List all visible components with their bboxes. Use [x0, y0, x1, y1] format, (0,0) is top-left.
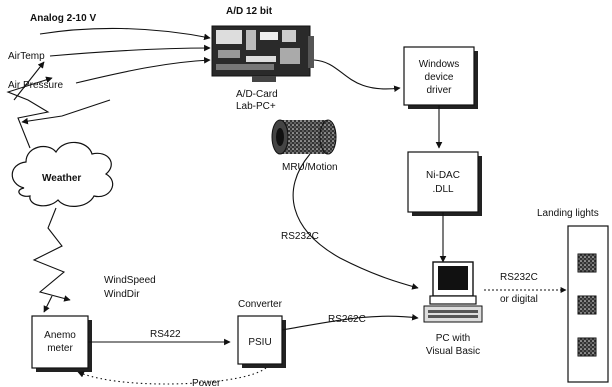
- airtemp-label: AirTemp: [8, 51, 45, 62]
- pc-label-2: Visual Basic: [426, 346, 480, 357]
- nidac-dll-line-2: .DLL: [432, 184, 454, 195]
- analog-arrow: [40, 28, 210, 38]
- ad-card-label-1: A/D-Card: [236, 89, 278, 100]
- pc-computer-image: [424, 262, 482, 322]
- mru-to-pc-line: [293, 154, 418, 288]
- ad-bits-label: A/D 12 bit: [226, 6, 273, 17]
- or-digital-label: or digital: [500, 294, 538, 305]
- airpressure-arrow: [76, 60, 210, 83]
- converter-label: Converter: [238, 299, 283, 310]
- weather-label: Weather: [42, 173, 81, 184]
- ad-card-image: [212, 26, 314, 82]
- windows-driver-line-2: device: [425, 72, 454, 83]
- windows-driver-line-3: driver: [426, 85, 452, 96]
- windspeed-label: WindSpeed: [104, 275, 156, 286]
- anemometer-line-2: meter: [47, 343, 73, 354]
- weather-to-wind-line: [34, 208, 70, 300]
- weather-wiggle-top: [22, 100, 110, 122]
- nidac-dll-line-1: Ni-DAC: [426, 170, 460, 181]
- psiu-label: PSIU: [248, 337, 271, 348]
- analog-label: Analog 2-10 V: [30, 13, 96, 24]
- landing-lights-label: Landing lights: [537, 208, 599, 219]
- mru-sensor-image: [272, 120, 336, 154]
- pc-label-1: PC with: [436, 333, 470, 344]
- airtemp-arrow: [50, 48, 210, 56]
- rs262c-label: RS262C: [328, 314, 366, 325]
- anemometer-line-1: Anemo: [44, 330, 76, 341]
- rs422-label: RS422: [150, 329, 181, 340]
- rs232c-mid-label: RS232C: [281, 231, 319, 242]
- winddir-label: WindDir: [104, 289, 140, 300]
- ad-card-label-2: Lab-PC+: [236, 101, 276, 112]
- rs232c-out-label: RS232C: [500, 272, 538, 283]
- windows-driver-line-1: Windows: [419, 59, 460, 70]
- power-line: [78, 368, 266, 384]
- landing-lights-panel: [568, 226, 608, 382]
- wind-to-anemometer-arrow: [44, 296, 52, 312]
- mru-label: MRU/Motion: [282, 162, 338, 173]
- power-label: Power: [192, 378, 221, 387]
- card-to-driver-arrow: [314, 60, 400, 89]
